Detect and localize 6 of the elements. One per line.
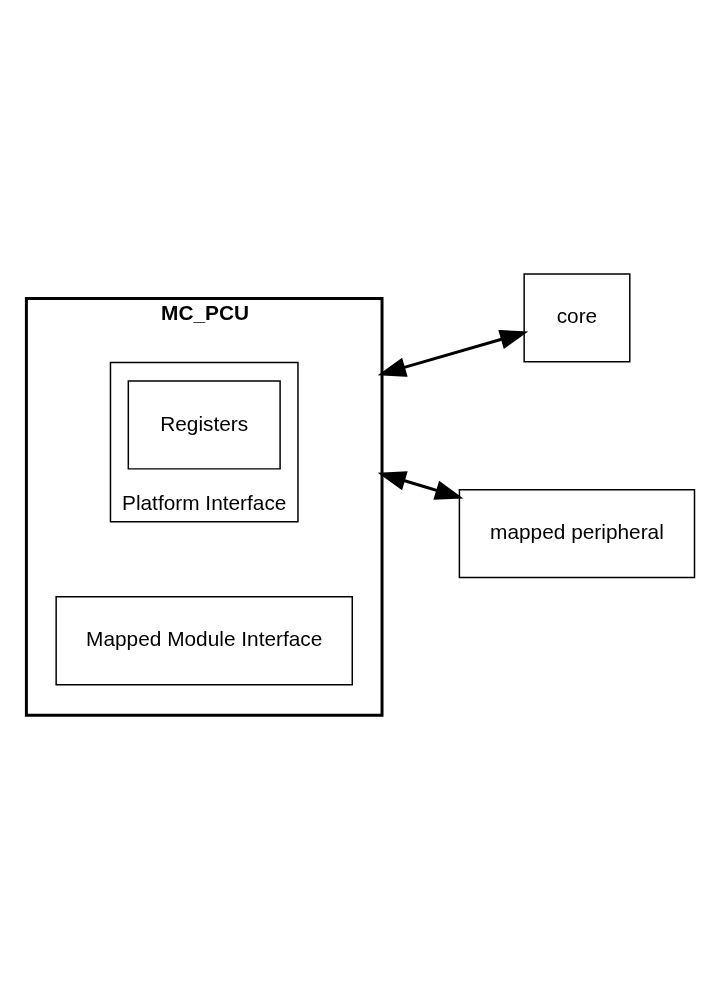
node-box: core xyxy=(523,273,631,363)
arrow xyxy=(377,471,464,500)
arrow xyxy=(377,329,529,377)
node-box: Registers xyxy=(127,380,281,470)
node-box: mapped peripheral xyxy=(458,488,696,579)
node-box: Mapped Module Interface xyxy=(55,596,353,686)
